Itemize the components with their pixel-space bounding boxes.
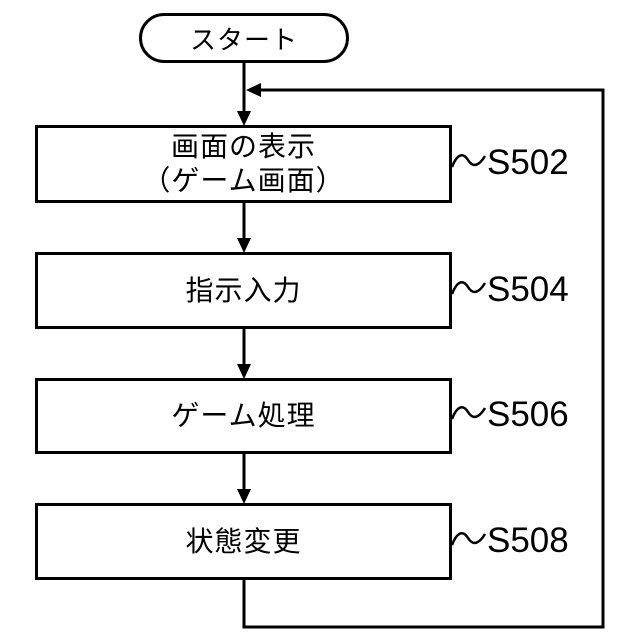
loop-back-line xyxy=(242,88,605,629)
process-box-s504-line1: 指示入力 xyxy=(185,274,302,306)
ref-tilde-s508 xyxy=(450,532,487,546)
arrowhead-loop-into-main-line xyxy=(246,83,261,97)
ref-tilde-s506 xyxy=(450,406,487,420)
step-ref-s502: S502 xyxy=(487,143,569,182)
process-box-s506: ゲーム処理 xyxy=(35,378,452,454)
arrowhead-into-s506 xyxy=(237,364,251,379)
process-box-s502: 画面の表示 （ゲーム画面） xyxy=(35,125,452,203)
process-box-s508: 状態変更 xyxy=(35,503,452,580)
start-terminal-label: スタート xyxy=(189,24,298,55)
process-box-s502-line1: 画面の表示 xyxy=(170,131,316,162)
process-box-s504: 指示入力 xyxy=(35,252,452,329)
ref-tilde-s504 xyxy=(450,281,487,295)
step-ref-s504: S504 xyxy=(487,270,569,309)
ref-tilde-s502 xyxy=(450,154,487,168)
arrowhead-into-s502 xyxy=(237,111,251,126)
process-box-s506-line1: ゲーム処理 xyxy=(171,400,316,431)
step-ref-s508: S508 xyxy=(487,521,569,560)
arrowhead-into-s504 xyxy=(237,238,251,253)
process-box-s502-line2: （ゲーム画面） xyxy=(142,165,345,196)
start-terminal: スタート xyxy=(139,13,349,63)
arrowhead-into-s508 xyxy=(237,489,251,504)
process-box-s508-line1: 状態変更 xyxy=(185,525,302,557)
step-ref-s506: S506 xyxy=(487,395,569,434)
